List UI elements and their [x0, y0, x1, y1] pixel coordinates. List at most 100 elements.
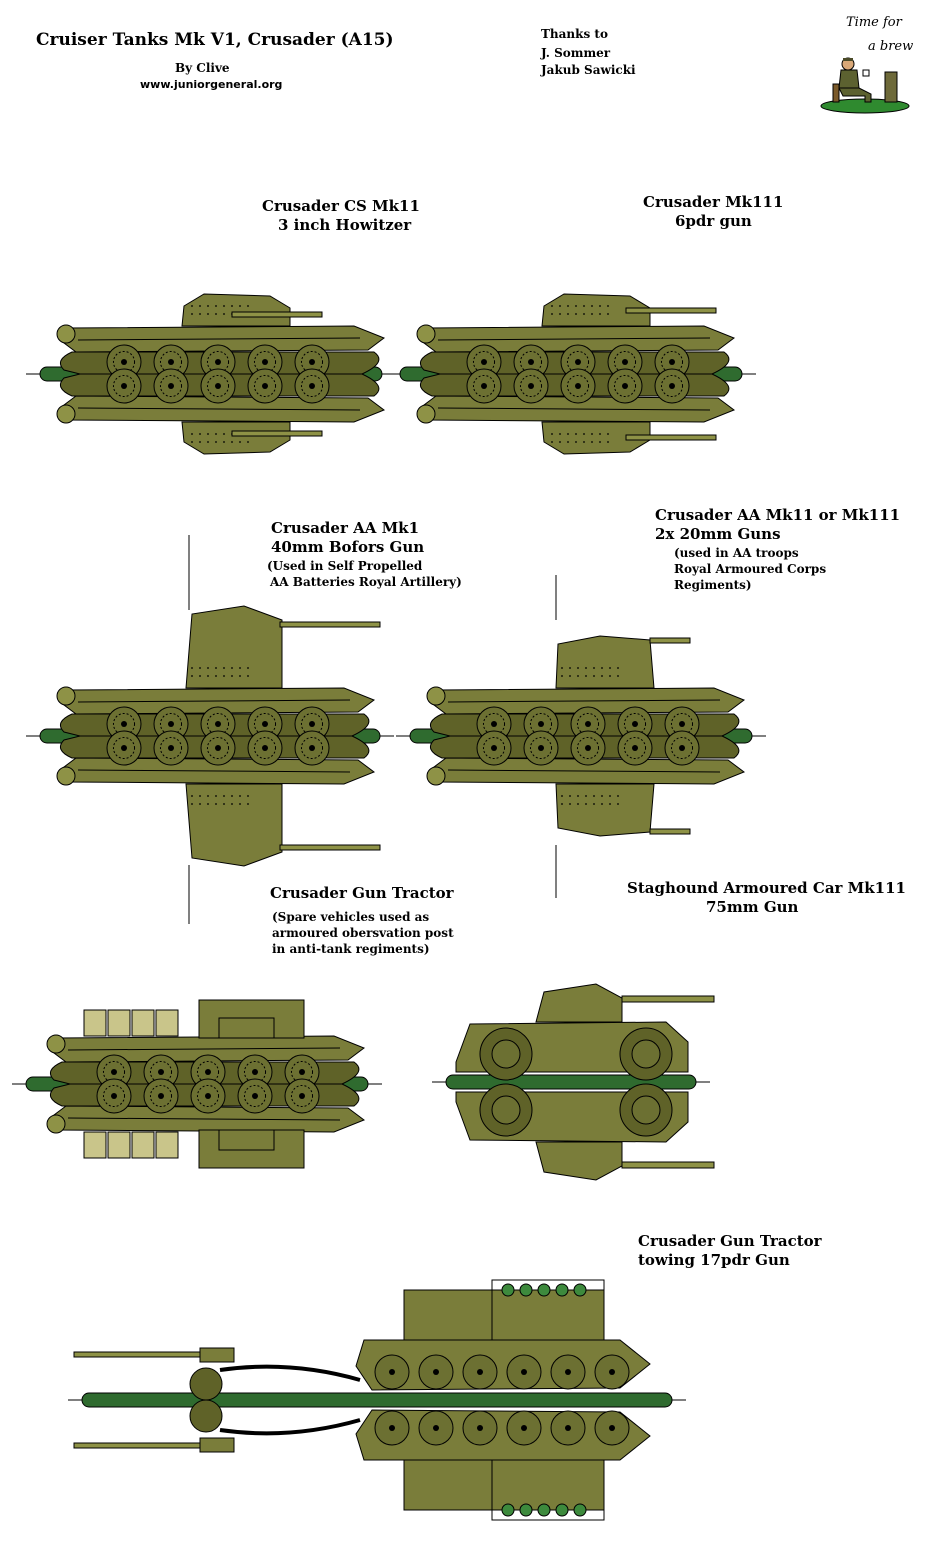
vehicle-name: Crusader Mk111 [643, 193, 784, 211]
rivet [231, 803, 233, 805]
hull-line [447, 769, 721, 773]
road-wheel-rim [623, 736, 647, 760]
vehicle-desc: 40mm Bofors Gun [271, 538, 425, 556]
vehicle-note: AA Batteries Royal Artillery) [270, 575, 462, 589]
wheel-hub [205, 1093, 211, 1099]
wheel-hub [521, 1369, 527, 1375]
hatch [218, 1017, 275, 1039]
rivet [191, 667, 193, 669]
hull-line [437, 407, 711, 411]
rivet [607, 313, 609, 315]
rivet [191, 675, 193, 677]
idler-hub [46, 1034, 66, 1054]
idler-hub [426, 686, 446, 706]
rivet [607, 441, 609, 443]
wheel-hub [309, 745, 315, 751]
rivet [223, 313, 225, 315]
road-wheel-rim [529, 736, 553, 760]
road-wheel-rim [300, 374, 324, 398]
car-wheel-hub [631, 1095, 661, 1125]
crew-helmet [573, 1283, 587, 1297]
wheel-hub [215, 383, 221, 389]
rivet [191, 441, 193, 443]
wheel-hub [632, 721, 638, 727]
rivet [215, 795, 217, 797]
crew-helmet [537, 1283, 551, 1297]
thanks-name: Jakub Sawicki [541, 63, 636, 77]
rivet [575, 313, 577, 315]
wheel-hub [121, 745, 127, 751]
rivet [569, 795, 571, 797]
wheel-hub [309, 359, 315, 365]
rivet [567, 433, 569, 435]
wheel-hub [121, 383, 127, 389]
wheel-hub [111, 1093, 117, 1099]
stowage-box [83, 1009, 107, 1037]
wheel-hub [477, 1425, 483, 1431]
road-wheel-rim [472, 374, 496, 398]
rivet [551, 305, 553, 307]
rivet [567, 313, 569, 315]
wheel-hub [111, 1069, 117, 1075]
idler-hub [416, 404, 436, 424]
wheel-hub [215, 721, 221, 727]
turret [181, 421, 291, 455]
crew-helmet [555, 1283, 569, 1297]
thanks-heading: Thanks to [541, 27, 608, 41]
wheel-hub [205, 1069, 211, 1075]
rivet [215, 433, 217, 435]
gun-barrel [649, 828, 691, 835]
crusader-gun-tractor [46, 1078, 366, 1169]
rivet [239, 795, 241, 797]
rivet [215, 305, 217, 307]
vehicle-note: (Spare vehicles used as [272, 910, 430, 924]
rivet [231, 441, 233, 443]
staghound-armoured-car [455, 983, 715, 1081]
road-wheel-rim [482, 736, 506, 760]
vehicle-desc: towing 17pdr Gun [638, 1251, 790, 1269]
road-wheel-rim [196, 1084, 220, 1108]
road-wheel-rim [253, 736, 277, 760]
rivet [239, 667, 241, 669]
rivet [617, 667, 619, 669]
rivet [207, 795, 209, 797]
rivet [561, 803, 563, 805]
wheel-hub [262, 721, 268, 727]
trail [219, 1418, 361, 1436]
road-wheel-rim [660, 374, 684, 398]
rivet [609, 795, 611, 797]
turret [541, 421, 651, 455]
gun-barrel [649, 637, 691, 644]
turret [181, 293, 291, 327]
wheel-hub [609, 1425, 615, 1431]
rivet [599, 313, 601, 315]
rivet [599, 441, 601, 443]
wheel-hub [575, 359, 581, 365]
rivet [199, 803, 201, 805]
stowage-box [155, 1131, 179, 1159]
gun-tractor-towing-17pdr [73, 1399, 651, 1521]
gun-barrel [621, 995, 715, 1003]
rivet [199, 313, 201, 315]
rivet [551, 441, 553, 443]
crew-helmet [555, 1503, 569, 1517]
wheel-hub [158, 1069, 164, 1075]
rivet [617, 803, 619, 805]
rivet [567, 441, 569, 443]
rivet [593, 675, 595, 677]
wheel-hub [121, 721, 127, 727]
rivet [561, 675, 563, 677]
wheel-hub [389, 1425, 395, 1431]
road-wheel-rim [206, 736, 230, 760]
wheel-hub [481, 383, 487, 389]
wheel-hub [252, 1069, 258, 1075]
car-turret [535, 1141, 623, 1181]
rivet [191, 795, 193, 797]
vehicle-note: (Used in Self Propelled [267, 559, 423, 573]
rivet [569, 803, 571, 805]
byline: By Clive [175, 61, 230, 75]
hull-line [77, 699, 351, 703]
rivet [223, 433, 225, 435]
crusader-mk111 [416, 368, 736, 455]
